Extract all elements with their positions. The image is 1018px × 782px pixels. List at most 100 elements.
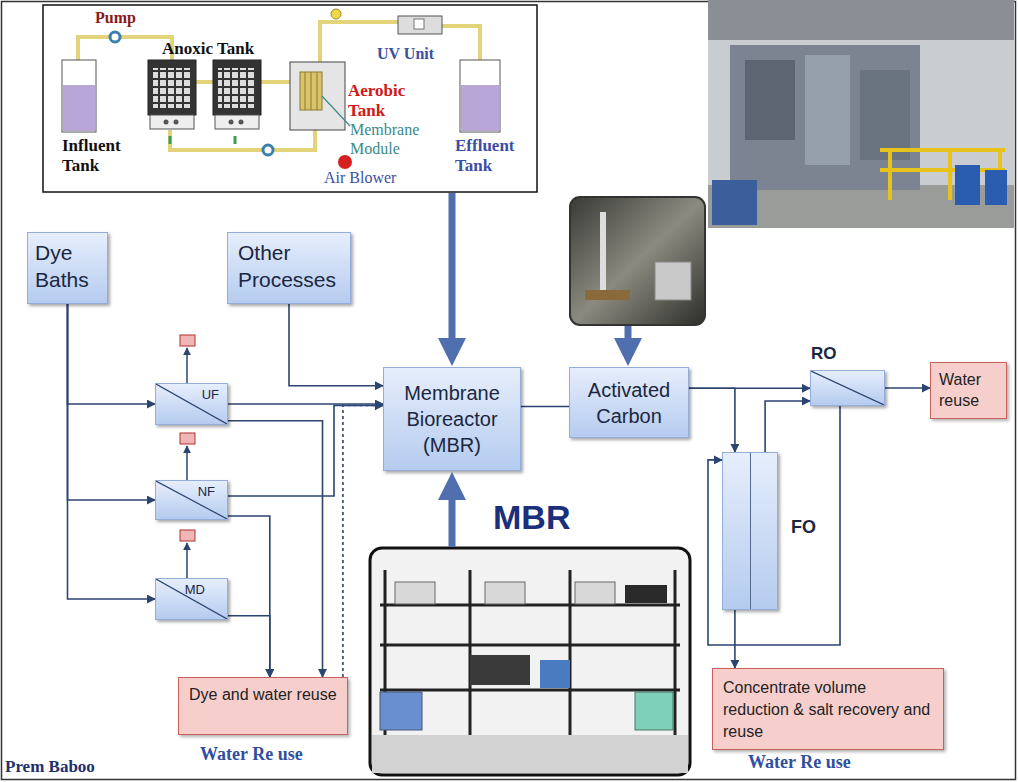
membrane-box: FO bbox=[722, 452, 778, 610]
pump-symbol bbox=[263, 145, 273, 155]
section-note: Water Re use bbox=[748, 752, 851, 773]
valve-symbol bbox=[170, 136, 235, 144]
machine-panel bbox=[805, 55, 850, 165]
valve-symbol bbox=[331, 9, 341, 19]
section-note: Water Re use bbox=[200, 744, 303, 765]
flow-connector bbox=[68, 304, 156, 599]
membrane-diagonal bbox=[156, 481, 227, 519]
filter-box: UF bbox=[155, 383, 228, 425]
tank-base bbox=[150, 115, 194, 129]
feed-arrow bbox=[449, 486, 456, 547]
node-text: Other Processes bbox=[228, 233, 350, 299]
part-label: Air Blower bbox=[324, 169, 396, 187]
output-box: Water reuse bbox=[930, 362, 1007, 419]
part-label: UV Unit bbox=[377, 45, 434, 63]
anoxic-tank bbox=[148, 60, 196, 115]
influent-tank bbox=[62, 60, 96, 132]
lab-vessel bbox=[540, 660, 570, 688]
anoxic-grid bbox=[218, 68, 256, 108]
reject-marker bbox=[180, 530, 195, 541]
lab-photo bbox=[370, 548, 690, 775]
flow-connector bbox=[68, 304, 156, 404]
inset-frame bbox=[43, 5, 537, 192]
anoxic-grid bbox=[153, 68, 191, 108]
photo-ceiling bbox=[708, 0, 1014, 40]
node-text: Membrane Bioreactor (MBR) bbox=[384, 380, 520, 458]
reject-marker bbox=[180, 433, 195, 444]
lab-bench bbox=[372, 735, 688, 773]
lab-pump bbox=[395, 582, 435, 604]
output-box: Concentrate volume reduction & salt reco… bbox=[712, 668, 944, 750]
node-text: NF bbox=[198, 484, 215, 499]
filter-box: NF bbox=[155, 480, 228, 520]
reject-marker bbox=[180, 335, 195, 346]
node-text: FO bbox=[791, 517, 816, 538]
node-text: Dye Baths bbox=[28, 233, 107, 299]
node-text: MD bbox=[185, 582, 205, 597]
membrane-divider bbox=[750, 453, 751, 609]
flow-connector bbox=[343, 406, 383, 678]
air-blower-symbol bbox=[338, 155, 352, 169]
effluent-tank bbox=[460, 60, 500, 132]
tank-liquid bbox=[63, 85, 95, 131]
author-credit: Prem Baboo bbox=[5, 757, 95, 777]
process-box: Dye Baths bbox=[27, 232, 108, 304]
part-label: Pump bbox=[95, 9, 136, 27]
lab-display bbox=[625, 585, 667, 603]
reject-line bbox=[186, 543, 188, 578]
uv-window bbox=[414, 19, 424, 29]
carbon-photo bbox=[570, 197, 705, 325]
node-text: RO bbox=[811, 344, 837, 364]
carbon-column bbox=[600, 212, 606, 292]
knob bbox=[229, 120, 234, 125]
machine-panel bbox=[745, 60, 795, 140]
lab-beaker bbox=[380, 692, 422, 730]
part-label: Aerobic Tank bbox=[348, 81, 423, 121]
reservoir bbox=[655, 262, 691, 300]
drum bbox=[985, 170, 1007, 205]
membrane-line bbox=[811, 371, 884, 405]
plant-photo bbox=[708, 0, 1014, 228]
process-box: Membrane Bioreactor (MBR) bbox=[383, 367, 521, 471]
knob bbox=[239, 120, 244, 125]
part-label: Anoxic Tank bbox=[162, 39, 254, 59]
flow-connector bbox=[228, 421, 323, 677]
node-text: Dye and water reuse bbox=[179, 678, 347, 711]
part-label: Influent Tank bbox=[62, 136, 137, 176]
pump-symbol bbox=[110, 32, 120, 42]
flow-connector bbox=[765, 401, 810, 452]
drum bbox=[955, 165, 980, 205]
flow-connector bbox=[228, 403, 383, 405]
lab-pump bbox=[575, 582, 615, 604]
flow-connector bbox=[521, 406, 569, 408]
reject-line bbox=[186, 348, 188, 383]
process-box: Activated Carbon bbox=[569, 367, 689, 438]
machine-panel bbox=[860, 70, 910, 160]
membrane-line bbox=[156, 579, 227, 619]
output-box: Dye and water reuse bbox=[178, 677, 348, 735]
node-text: Water reuse bbox=[931, 363, 1006, 417]
node-text: Activated Carbon bbox=[570, 377, 688, 429]
pipe bbox=[196, 80, 213, 84]
feed-arrow bbox=[625, 326, 632, 352]
anoxic-tank bbox=[213, 60, 261, 115]
tank-liquid bbox=[461, 85, 499, 131]
lab-rack bbox=[380, 570, 680, 735]
filter-box: RO bbox=[810, 370, 885, 406]
feed-arrow bbox=[449, 193, 456, 352]
pipe bbox=[170, 130, 315, 150]
flow-connector bbox=[228, 406, 383, 497]
reject-line bbox=[186, 446, 188, 480]
knob bbox=[174, 120, 179, 125]
knob bbox=[164, 120, 169, 125]
photo-background bbox=[708, 0, 1014, 228]
pipe bbox=[442, 26, 480, 60]
node-text: Concentrate volume reduction & salt reco… bbox=[713, 669, 943, 751]
membrane-module bbox=[300, 72, 322, 110]
pipe bbox=[261, 80, 290, 84]
node-text: UF bbox=[202, 387, 219, 402]
membrane-diagonal bbox=[811, 371, 884, 405]
membrane-line bbox=[156, 384, 227, 424]
aerobic-tank bbox=[290, 62, 345, 130]
